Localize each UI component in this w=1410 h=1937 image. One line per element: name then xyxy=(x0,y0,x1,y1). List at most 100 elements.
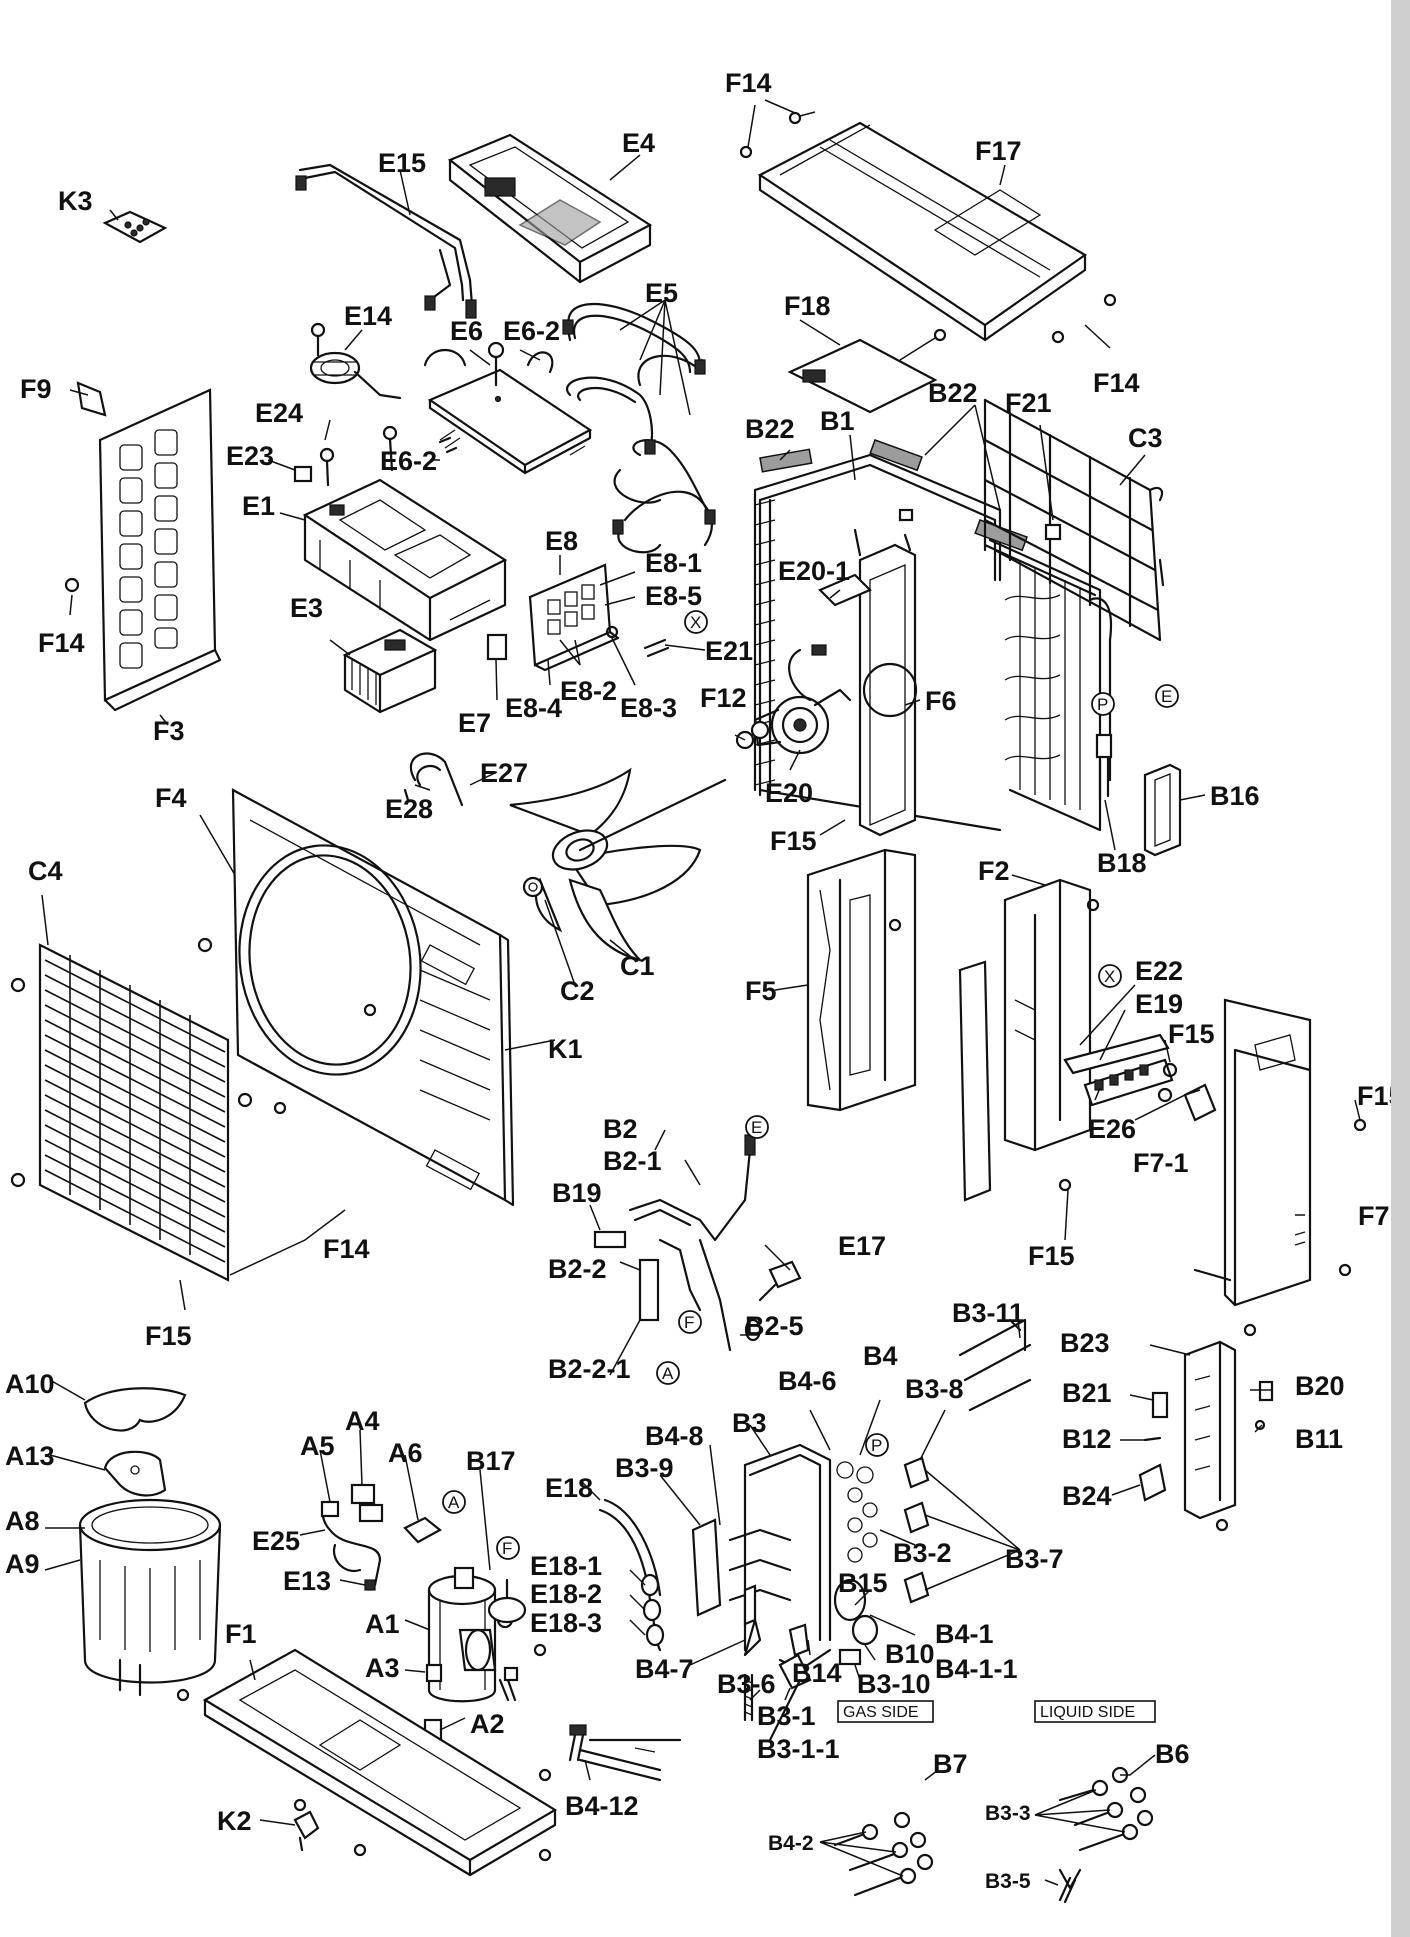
callout-label: A1 xyxy=(365,1609,400,1639)
control-box-e1 xyxy=(293,425,508,642)
side-label-boxes: GAS SIDE LIQUID SIDE xyxy=(837,1700,1156,1723)
callout-label: B3-1 xyxy=(757,1701,816,1731)
fan-blade-c1 xyxy=(509,767,727,963)
callout-label: B3-8 xyxy=(905,1374,964,1404)
callout-label: F14 xyxy=(38,628,85,658)
marker-label: A xyxy=(448,1493,460,1512)
condenser-coil-b1 xyxy=(753,439,1113,832)
piping-b2 xyxy=(593,1134,802,1352)
motor-bracket-f6 xyxy=(818,528,918,837)
callout-label: B19 xyxy=(552,1178,602,1208)
callout-label: E6-2 xyxy=(380,446,437,476)
holder-e18 xyxy=(598,1498,665,1652)
callout-label: E20 xyxy=(765,778,813,808)
callout-label: B22 xyxy=(745,414,795,444)
harness-e5 xyxy=(562,302,716,554)
callout-label: E23 xyxy=(226,441,274,471)
marker-label: P xyxy=(1097,695,1108,714)
callout-label: B22 xyxy=(928,378,978,408)
caps-b3-7 xyxy=(903,1456,930,1604)
callout-label: B4-8 xyxy=(645,1421,704,1451)
callout-label: B12 xyxy=(1062,1424,1112,1454)
part-b18 xyxy=(1095,733,1113,802)
wire-harness-e15 xyxy=(295,163,477,319)
part-k2 xyxy=(293,1810,320,1852)
callout-label: B4 xyxy=(863,1341,898,1371)
marker-label: A xyxy=(662,1364,674,1383)
callout-label: B2 xyxy=(603,1114,638,1144)
parts-b20-b21-b12-b24 xyxy=(1138,1380,1274,1502)
callout-label: E27 xyxy=(480,758,528,788)
grille-c4 xyxy=(10,943,287,1282)
scrollbar[interactable] xyxy=(1391,0,1410,1937)
callout-label: E20-1 xyxy=(778,556,850,586)
callout-label: A2 xyxy=(470,1709,505,1739)
heatsink-e3 xyxy=(342,628,438,714)
callout-label: F7-1 xyxy=(1133,1148,1189,1178)
callout-label: B10 xyxy=(885,1639,935,1669)
callout-label: C3 xyxy=(1128,423,1163,453)
nuts-b7 xyxy=(833,1811,934,1897)
callout-label: F15 xyxy=(145,1321,192,1351)
top-panel-f17 xyxy=(757,121,1088,342)
part-b16 xyxy=(1143,763,1182,857)
cover-e4 xyxy=(447,133,653,284)
callout-label: B3-2 xyxy=(893,1538,952,1568)
callout-label: F14 xyxy=(725,68,772,98)
terminal-cover-a4 xyxy=(350,1483,384,1523)
callout-label: E6 xyxy=(450,316,483,346)
callout-label: B15 xyxy=(838,1568,888,1598)
callout-label: F21 xyxy=(1005,388,1052,418)
callout-label: E21 xyxy=(705,636,753,666)
screws-f14-top xyxy=(739,111,1117,344)
callout-label: B3-6 xyxy=(717,1669,776,1699)
callout-label: F6 xyxy=(925,686,957,716)
callout-label: B3-5 xyxy=(985,1870,1031,1893)
callout-label: B20 xyxy=(1295,1371,1345,1401)
small-callout-labels: B4-2 B3-3 B3-5 xyxy=(768,1802,1031,1893)
callout-label: F15 xyxy=(1028,1241,1075,1271)
callout-label: K3 xyxy=(58,186,93,216)
pipes-b4-12 xyxy=(568,1724,682,1782)
callout-label: B2-2 xyxy=(548,1254,607,1284)
callout-label: E5 xyxy=(645,278,678,308)
callout-label: F9 xyxy=(20,374,52,404)
callout-label: E25 xyxy=(252,1526,300,1556)
callout-label: E19 xyxy=(1135,989,1183,1019)
callout-label: B23 xyxy=(1060,1328,1110,1358)
callout-label: B2-2-1 xyxy=(548,1354,631,1384)
callout-label: E14 xyxy=(344,301,392,331)
terminal-board-e8 xyxy=(486,563,670,672)
panel-f5 xyxy=(806,848,917,1112)
callout-label: A10 xyxy=(5,1369,55,1399)
callout-label: B14 xyxy=(792,1658,842,1688)
marker-label: F xyxy=(684,1313,694,1332)
callout-label: E6-2 xyxy=(503,316,560,346)
callout-label: B3-9 xyxy=(615,1453,674,1483)
callout-label: B3-7 xyxy=(1005,1544,1064,1574)
part-f18 xyxy=(787,328,947,414)
callout-label: E17 xyxy=(838,1231,886,1261)
gas-side-label: GAS SIDE xyxy=(843,1704,919,1721)
callout-label: E18 xyxy=(545,1473,593,1503)
callout-label: E3 xyxy=(290,593,323,623)
marker-label: X xyxy=(1104,967,1115,986)
callout-label: K2 xyxy=(217,1806,252,1836)
callout-label: E15 xyxy=(378,148,426,178)
callout-label: A6 xyxy=(388,1438,423,1468)
callout-label: B4-6 xyxy=(778,1366,837,1396)
marker-label: F xyxy=(502,1539,512,1558)
coil-e14 xyxy=(309,322,402,400)
compressor-a1 xyxy=(427,1566,547,1703)
callout-label: B4-1 xyxy=(935,1619,994,1649)
callout-label: F15 xyxy=(770,826,817,856)
callout-label: F4 xyxy=(155,783,187,813)
callout-label: A4 xyxy=(345,1406,380,1436)
marker-label: P xyxy=(871,1436,882,1455)
callout-label: E28 xyxy=(385,794,433,824)
callout-label: B4-7 xyxy=(635,1654,694,1684)
callout-label: B4-2 xyxy=(768,1832,814,1855)
valve-assembly-b4 xyxy=(728,1443,879,1742)
